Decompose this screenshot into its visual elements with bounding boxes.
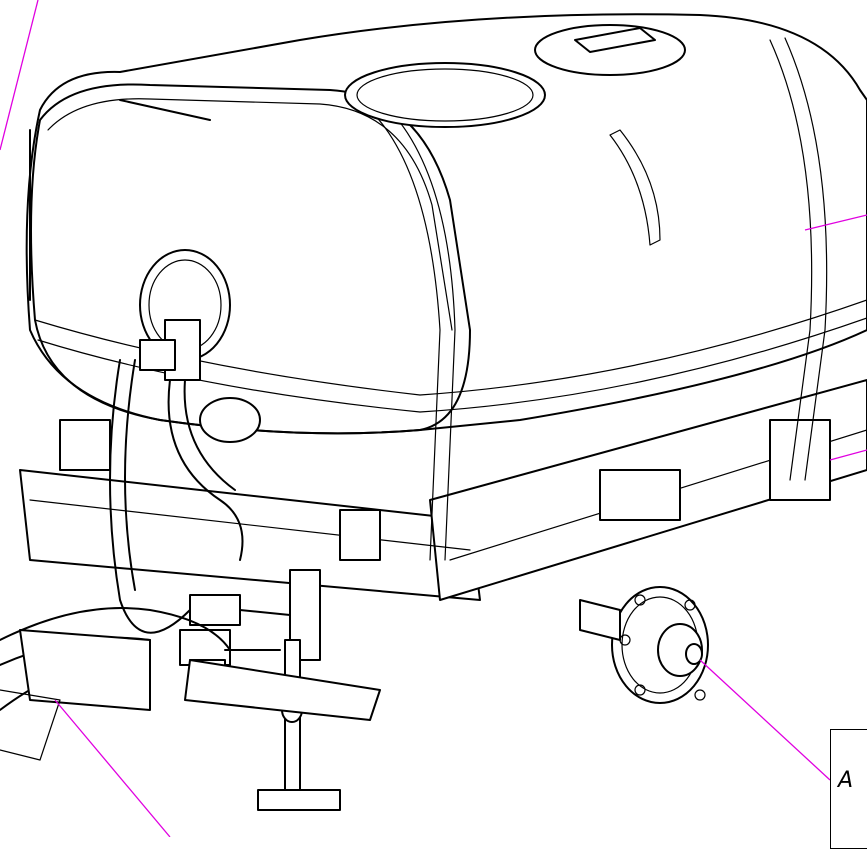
chassis-frame [19,379,867,601]
leader-frame-right [829,449,867,461]
wheel-hub [579,586,709,704]
tank-body [25,13,867,561]
callout-label: A [838,768,854,793]
leader-top-left [0,0,39,151]
leader-hub [699,659,831,781]
leader-tank-right [804,214,867,231]
tow-hitch [0,629,151,761]
leader-hitch [54,699,171,837]
jack-stand [184,569,381,811]
callout-box [830,729,867,849]
